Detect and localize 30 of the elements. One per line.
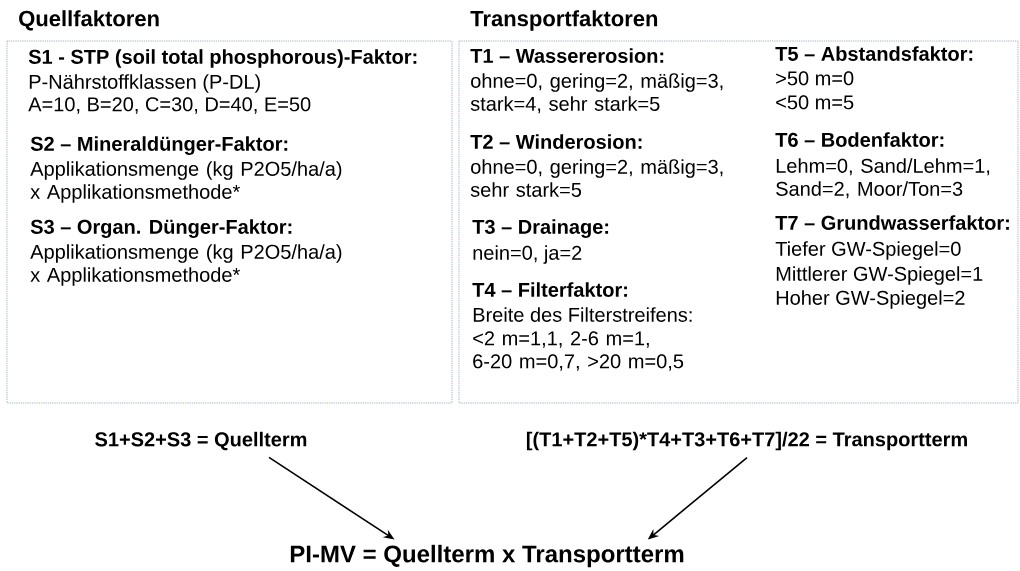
factor-description: <50 m=5 (776, 95, 854, 110)
factor-description: Lehm=0, Sand/Lehm=1, Sand=2, Moor/Ton=3 (776, 158, 990, 199)
factor-description: P-Nährstoffklassen (P-DL) (29, 74, 260, 93)
factor-heading: S3 – Organ. Dünger-Faktor: (30, 219, 292, 238)
formula-text: PI-MV = Quellterm x Transportterm (290, 544, 684, 568)
factor-description: Mittlerer GW-Spiegel=1 (776, 266, 983, 285)
factor-description: <2 m=1,1, 2-6 m=1, 6-20 m=0,7, >20 m=0,5 (473, 331, 684, 371)
factor-description: Applikationsmenge (kg P2O5/ha/a) x Applikationsmethode* (30, 161, 342, 203)
factor-description: Applikationsmenge (kg P2O5/ha/a) x Applikationsmethode* (30, 244, 342, 286)
factor-description: ohne=0, gering=2, mäßig=3, sehr stark=5 (470, 159, 723, 197)
factor-description: A=10, B=20, C=30, D=40, E=50 (28, 97, 311, 114)
factor-description: ohne=0, gering=2, mäßig=3, stark=4, sehr stark=5 (470, 73, 723, 114)
formula-text: S1+S2+S3 = Quellterm (95, 431, 307, 451)
factor-description: Tiefer GW-Spiegel=0 (775, 241, 961, 260)
factor-heading: T1 – Wassererosion: (470, 48, 664, 63)
factor-heading: T2 – Winderosion: (470, 134, 642, 149)
formula-text: [(T1+T2+T5)*T4+T3+T6+T7]/22 = Transportterm (526, 431, 967, 451)
factor-description: Hoher GW-Spiegel=2 (776, 290, 965, 309)
factor-heading: T5 – Abstandsfaktor: (775, 46, 973, 61)
section-heading: Transportfaktoren (470, 10, 658, 31)
factor-heading: S1 - STP (soil total phosphorous)-Faktor: (28, 49, 417, 68)
factor-heading: T7 – Grundwasserfaktor: (775, 215, 1009, 230)
factor-heading: S2 – Mineraldünger-Faktor: (30, 136, 288, 155)
factor-description: Breite des Filterstreifens: (473, 307, 692, 322)
factor-description: nein=0, ja=2 (473, 245, 582, 264)
factor-heading: T3 – Drainage: (472, 219, 609, 238)
factor-heading: T4 – Filterfaktor: (472, 282, 627, 297)
section-heading: Quellfaktoren (19, 10, 159, 31)
factor-heading: T6 – Bodenfaktor: (775, 132, 944, 147)
factor-description: >50 m=0 (776, 71, 854, 86)
